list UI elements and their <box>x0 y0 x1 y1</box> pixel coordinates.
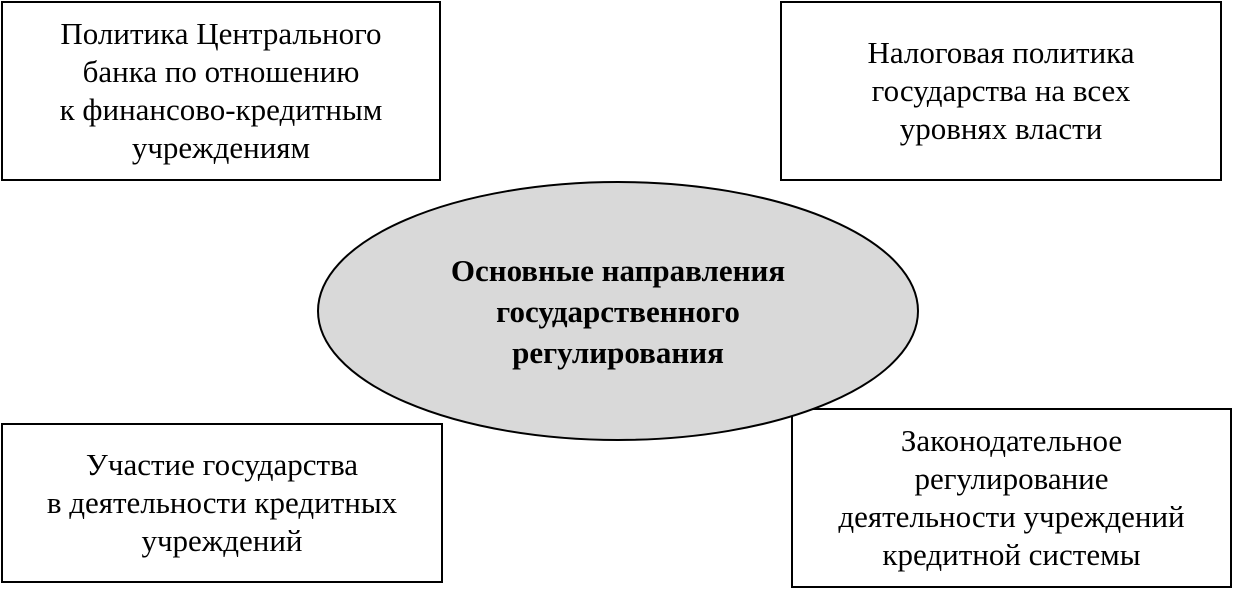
box-tax-policy-text: Налоговая политика государства на всех у… <box>867 35 1135 146</box>
box-legislative-regulation-text: Законодательное регулирование деятельнос… <box>838 423 1185 572</box>
box-central-bank-policy: Политика Центрального банка по отношению… <box>1 1 441 181</box>
center-ellipse-text: Основные направления государственного ре… <box>450 252 786 370</box>
box-tax-policy: Налоговая политика государства на всех у… <box>780 1 1222 181</box>
center-ellipse-fill <box>317 181 919 441</box>
center-ellipse: Основные направления государственного ре… <box>316 180 920 442</box>
box-central-bank-policy-text: Политика Центрального банка по отношению… <box>59 16 383 165</box>
center-ellipse-shape <box>317 181 919 441</box>
box-state-participation-text: Участие государства в деятельности креди… <box>46 447 398 558</box>
box-legislative-regulation: Законодательное регулирование деятельнос… <box>791 408 1232 588</box>
box-state-participation: Участие государства в деятельности креди… <box>1 423 443 583</box>
